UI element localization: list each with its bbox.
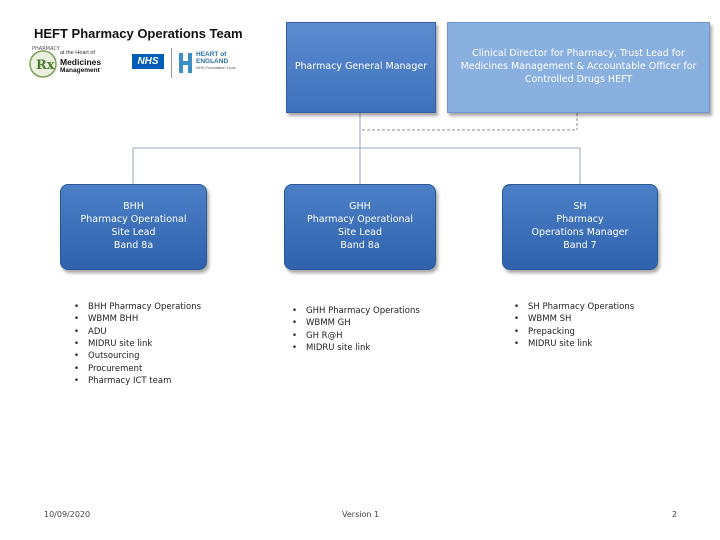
site-line: BHH <box>123 201 144 213</box>
site-line: SH <box>573 201 587 213</box>
medicines-management-logo: at the Heart of Medicines Management <box>60 50 101 75</box>
list-item: MIDRU site link <box>74 338 201 351</box>
list-item: BHH Pharmacy Operations <box>74 301 201 314</box>
heart-of-england-icon <box>179 53 192 73</box>
list-item: SH Pharmacy Operations <box>514 301 634 314</box>
site-line: Band 8a <box>340 239 380 251</box>
logo-rx-text: Rx <box>36 58 55 73</box>
node-clinical-director-label: Clinical Director for Pharmacy, Trust Le… <box>460 48 697 85</box>
site-line: GHH <box>349 201 371 213</box>
logo-pharmacy-text: PHARMACY <box>32 46 61 52</box>
pharmacy-rx-logo: PHARMACY Rx <box>29 46 61 78</box>
footer-date: 10/09/2020 <box>44 510 91 519</box>
logo-strip: PHARMACY Rx at the Heart of Medicines Ma… <box>28 44 238 84</box>
list-item: GH R@H <box>292 330 420 343</box>
list-item: WBMM BHH <box>74 313 201 326</box>
list-item: WBMM SH <box>514 313 634 326</box>
logo-divider <box>171 48 172 78</box>
list-item: WBMM GH <box>292 317 420 330</box>
logo-hoe-line2: ENGLAND <box>196 58 229 66</box>
site-line: Pharmacy <box>556 214 604 226</box>
node-clinical-director[interactable]: Clinical Director for Pharmacy, Trust Le… <box>447 22 710 113</box>
page-title: HEFT Pharmacy Operations Team <box>34 26 243 41</box>
footer-version: Version 1 <box>342 510 380 519</box>
list-item: MIDRU site link <box>292 342 420 355</box>
list-item: MIDRU site link <box>514 338 634 351</box>
site-line: Operations Manager <box>531 227 629 238</box>
duties-list-ghh: GHH Pharmacy Operations WBMM GH GH R@H M… <box>292 305 420 355</box>
logo-hoe-line3: NHS Foundation Trust <box>196 64 236 70</box>
logo-hoe-line1: HEART of <box>196 51 227 58</box>
duties-list-bhh: BHH Pharmacy Operations WBMM BHH ADU MID… <box>74 301 201 388</box>
site-line: Site Lead <box>111 227 156 238</box>
logo-heart-line3: Management <box>60 66 100 74</box>
footer-page-number: 2 <box>672 510 678 519</box>
node-site-sh[interactable]: SH Pharmacy Operations Manager Band 7 <box>502 184 658 270</box>
site-line: Pharmacy Operational <box>307 214 413 226</box>
node-general-manager-label: Pharmacy General Manager <box>294 61 428 73</box>
list-item: Procurement <box>74 363 201 376</box>
site-line: Band 8a <box>113 239 154 251</box>
duties-list-sh: SH Pharmacy Operations WBMM SH Prepackin… <box>514 301 634 351</box>
node-site-bhh[interactable]: BHH Pharmacy Operational Site Lead Band … <box>60 184 207 270</box>
logo-heart-line2: Medicines <box>60 56 102 67</box>
site-line: Site Lead <box>337 227 383 238</box>
site-line: Band 7 <box>563 239 597 251</box>
list-item: Prepacking <box>514 326 634 339</box>
heart-of-england-logo: HEART of ENGLAND NHS Foundation Trust <box>196 51 236 71</box>
nhs-logo: NHS <box>132 54 164 69</box>
node-site-ghh[interactable]: GHH Pharmacy Operational Site Lead Band … <box>284 184 436 270</box>
list-item: ADU <box>74 326 201 339</box>
list-item: Pharmacy ICT team <box>74 375 201 388</box>
logo-heart-line1: at the Heart of <box>60 50 95 56</box>
site-line: Pharmacy Operational <box>80 214 187 226</box>
list-item: Outsourcing <box>74 350 201 363</box>
node-general-manager[interactable]: Pharmacy General Manager <box>286 22 436 113</box>
list-item: GHH Pharmacy Operations <box>292 305 420 318</box>
